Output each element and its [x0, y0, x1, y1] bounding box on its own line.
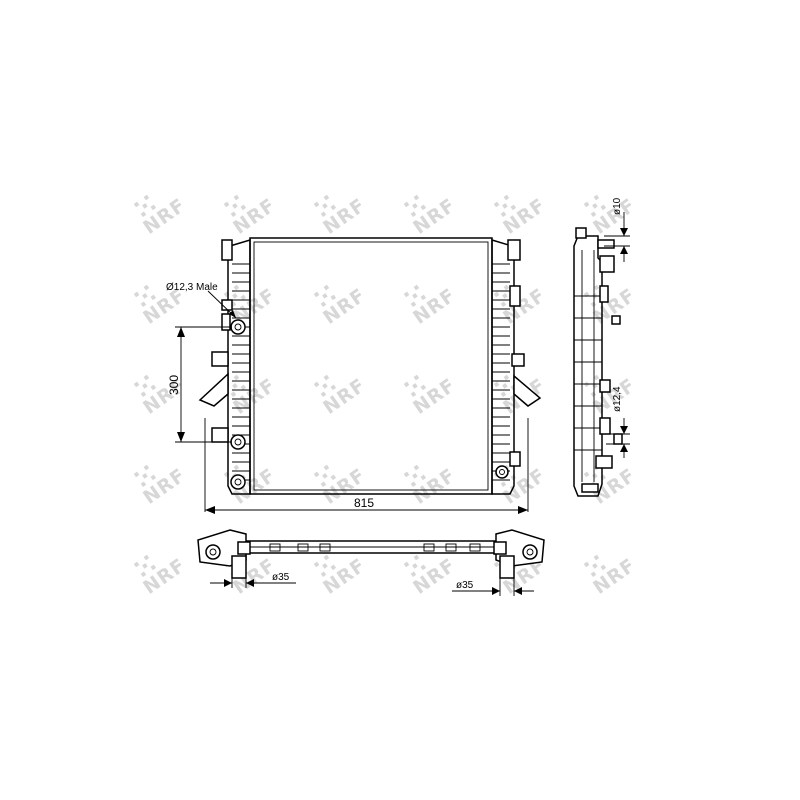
nrf-watermark: NRF	[133, 194, 190, 239]
right-tank	[491, 238, 542, 495]
nrf-watermark: NRF	[583, 284, 640, 329]
svg-text:NRF: NRF	[319, 194, 370, 239]
height-dimension-label: 300	[167, 375, 181, 395]
nrf-watermark: NRF	[223, 194, 280, 239]
svg-text:NRF: NRF	[139, 554, 190, 599]
left-tank	[198, 238, 251, 495]
nrf-watermark: NRF	[313, 284, 370, 329]
nrf-watermark: NRF	[313, 374, 370, 419]
nrf-watermark: NRF	[493, 194, 550, 239]
svg-text:NRF: NRF	[499, 194, 550, 239]
radiator-side-view	[573, 227, 623, 497]
nrf-watermark-pattern: NRF NRF NRF NRF NRF NRF NRF NRF NRF NRF NRF NRF NRF N…	[133, 194, 640, 599]
nrf-watermark: NRF	[133, 284, 190, 329]
svg-text:NRF: NRF	[409, 194, 460, 239]
svg-text:NRF: NRF	[139, 194, 190, 239]
nrf-watermark: NRF	[403, 554, 460, 599]
radiator-core	[249, 237, 493, 495]
svg-text:NRF: NRF	[589, 554, 640, 599]
svg-text:NRF: NRF	[319, 284, 370, 329]
right-outlet-diameter-label: ø35	[456, 580, 474, 591]
width-dimension-label: 815	[354, 496, 374, 510]
nrf-watermark: NRF	[313, 194, 370, 239]
svg-text:NRF: NRF	[409, 554, 460, 599]
svg-text:NRF: NRF	[409, 284, 460, 329]
left-outlet-diameter-label: ø35	[272, 572, 290, 583]
svg-text:NRF: NRF	[319, 554, 370, 599]
side-dimension-lines	[604, 212, 630, 458]
nrf-watermark: NRF	[403, 374, 460, 419]
radiator-bottom-view	[197, 529, 545, 579]
nrf-watermark: NRF	[403, 464, 460, 509]
svg-text:NRF: NRF	[409, 374, 460, 419]
radiator-front-view	[198, 237, 542, 495]
nrf-watermark: NRF	[583, 194, 640, 239]
dimension-lines	[175, 326, 529, 514]
top-port-label: ø10	[612, 197, 623, 215]
svg-text:NRF: NRF	[139, 374, 190, 419]
svg-text:NRF: NRF	[139, 464, 190, 509]
nrf-watermark: NRF	[403, 284, 460, 329]
svg-text:NRF: NRF	[319, 374, 370, 419]
svg-text:NRF: NRF	[409, 464, 460, 509]
male-fitting-label: Ø12,3 Male	[166, 282, 218, 293]
nrf-watermark: NRF	[133, 554, 190, 599]
nrf-watermark: NRF	[133, 464, 190, 509]
bottom-dimension-lines	[210, 570, 534, 596]
svg-text:NRF: NRF	[229, 194, 280, 239]
nrf-watermark: NRF	[583, 554, 640, 599]
nrf-watermark: NRF	[313, 554, 370, 599]
nrf-watermark: NRF	[403, 194, 460, 239]
side-port-label: ø12,4	[612, 386, 623, 412]
